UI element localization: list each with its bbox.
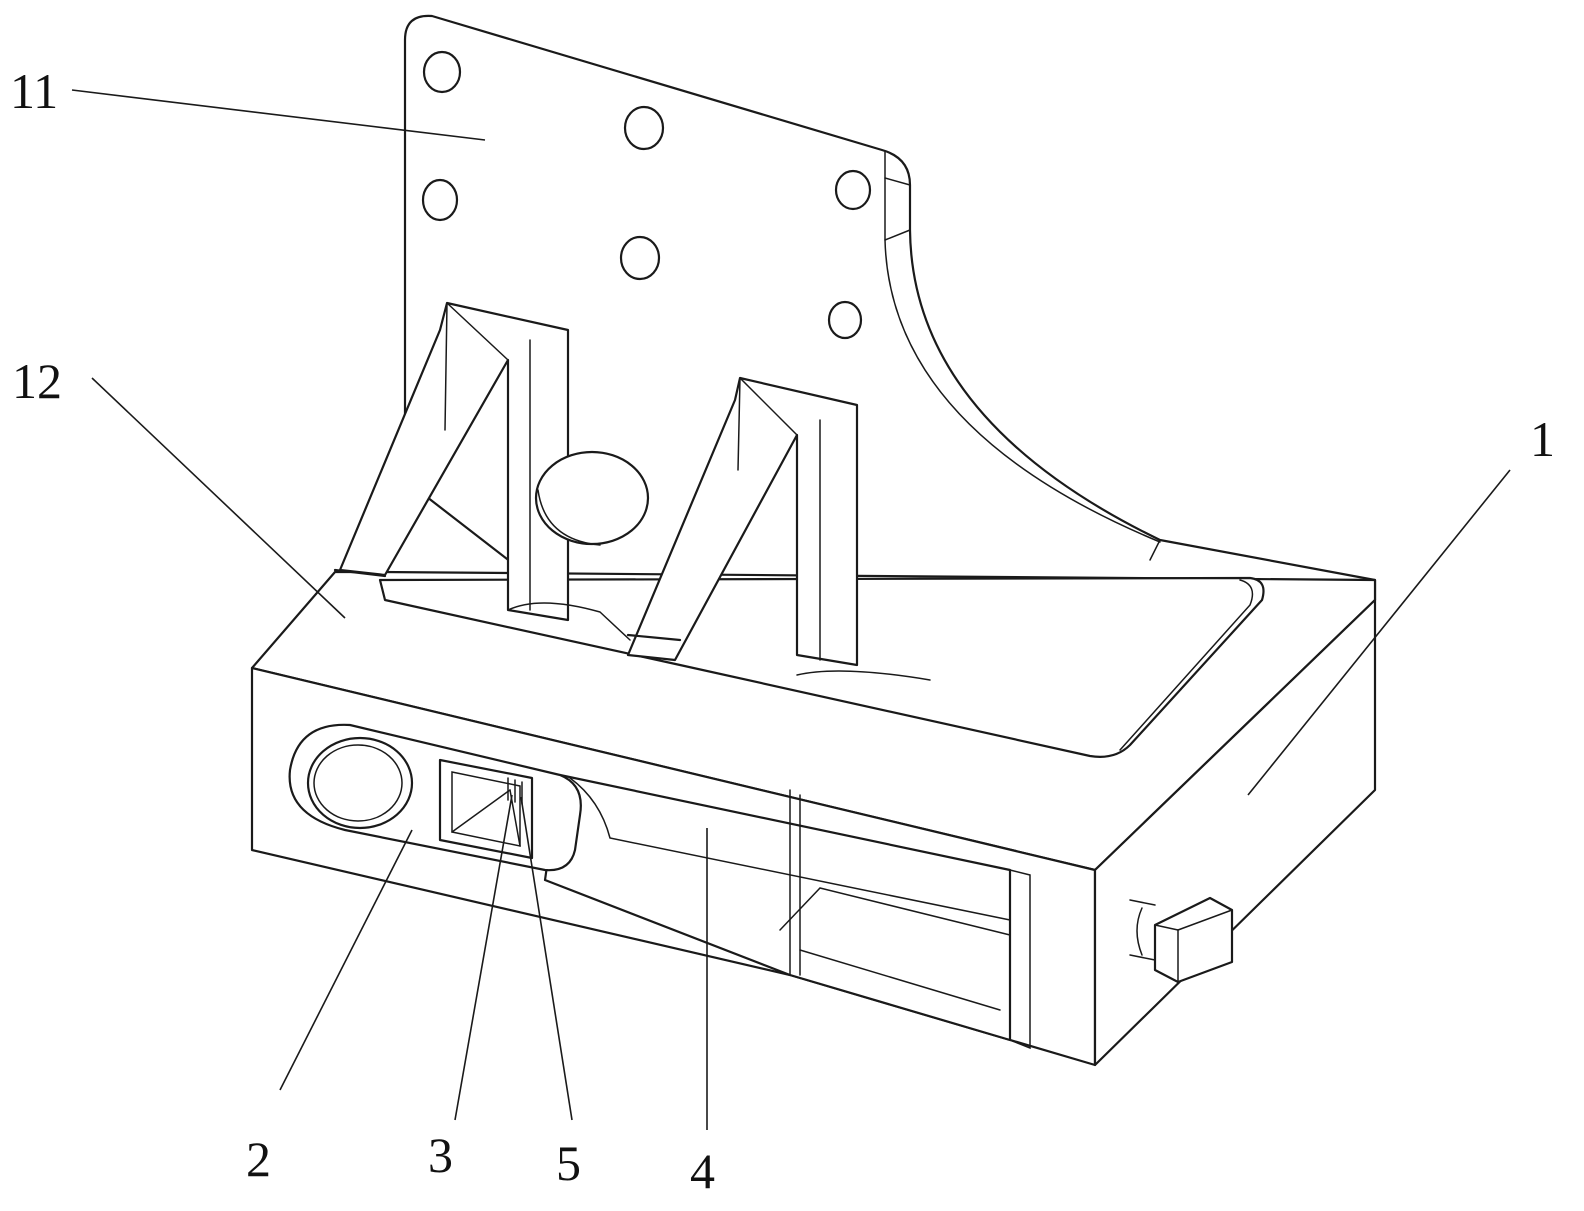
plate-holes (421, 50, 872, 340)
plate-hole (422, 50, 462, 94)
front-details (288, 723, 582, 872)
round-hole (306, 736, 414, 830)
plate-hole (623, 105, 665, 151)
leader-5 (520, 796, 573, 1121)
plate-hole (421, 178, 459, 222)
leader-2 (279, 829, 413, 1091)
label-1: 1 (1530, 411, 1555, 467)
ribs (333, 301, 931, 681)
label-3: 3 (428, 1127, 453, 1183)
label-4: 4 (690, 1143, 715, 1199)
reference-labels: 11 12 1 2 3 5 4 (10, 63, 1555, 1199)
label-12: 12 (12, 353, 62, 409)
leader-12 (91, 377, 346, 619)
bolt-head (1153, 896, 1234, 984)
mounting-plate (403, 14, 1377, 602)
leader-lines (71, 89, 1511, 1130)
label-5: 5 (556, 1135, 581, 1191)
label-2: 2 (246, 1131, 271, 1187)
end-face (1093, 598, 1377, 1067)
leader-1 (1247, 469, 1511, 796)
plate-hole (619, 235, 661, 281)
plate-hole (834, 169, 872, 211)
label-11: 11 (10, 63, 58, 119)
leader-11 (71, 89, 486, 141)
leader-3 (454, 794, 513, 1121)
central-hole (534, 450, 650, 546)
plate-hole (827, 300, 863, 340)
square-window (438, 758, 534, 860)
